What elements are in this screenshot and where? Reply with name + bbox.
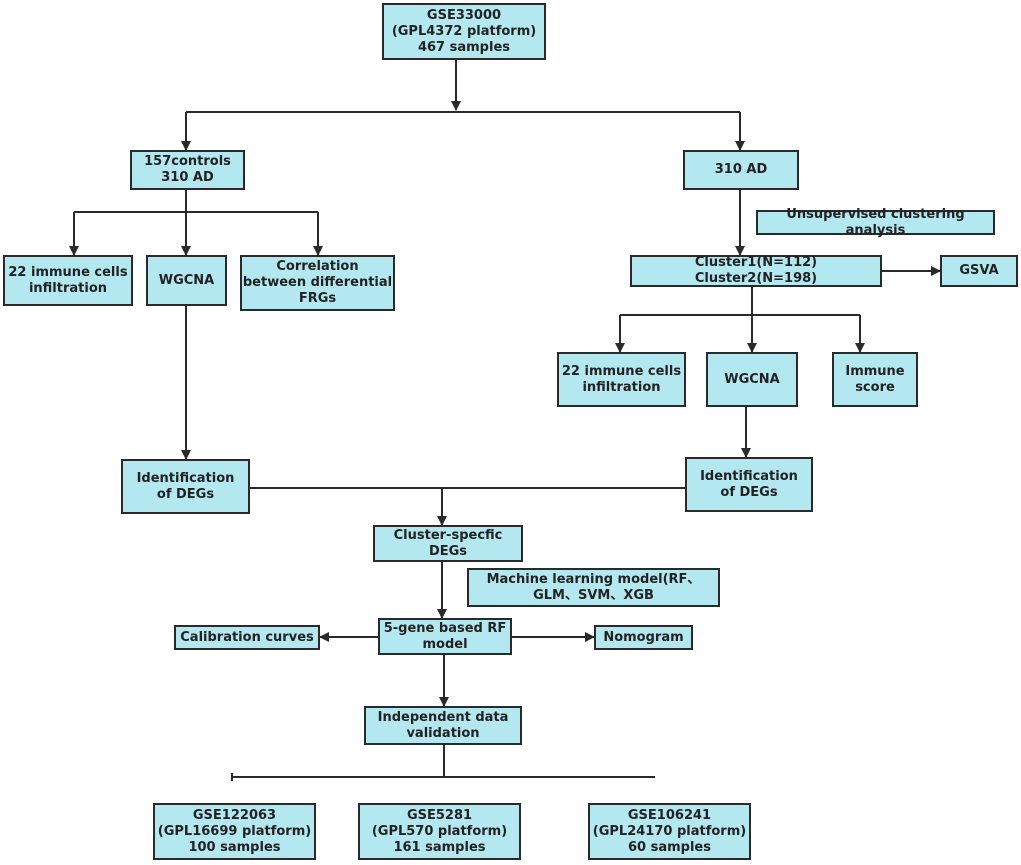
node-correlation-frgs: Correlation between differential FRGs — [240, 255, 395, 311]
node-calibration-curves: Calibration curves — [174, 625, 320, 650]
node-rf-model: 5-gene based RF model — [378, 618, 512, 655]
node-left-identification-degs: Identification of DEGs — [121, 459, 250, 514]
node-right-group: 310 AD — [683, 150, 799, 190]
node-gse122063: GSE122063 (GPL16699 platform) 100 sample… — [153, 803, 316, 860]
node-left-immune-infiltration: 22 immune cells infiltration — [3, 255, 133, 306]
node-gse5281: GSE5281 (GPL570 platform) 161 samples — [358, 803, 521, 860]
node-nomogram: Nomogram — [594, 625, 693, 650]
node-machine-learning-model: Machine learning model(RF、 GLM、SVM、XGB — [467, 568, 720, 607]
node-gse106241: GSE106241 (GPL24170 platform) 60 samples — [588, 803, 751, 860]
node-right-wgcna: WGCNA — [706, 352, 798, 407]
node-cluster-specific-degs: Cluster-specfic DEGs — [373, 525, 523, 562]
node-independent-validation: Independent data validation — [364, 706, 522, 745]
node-left-group: 157controls 310 AD — [130, 150, 245, 190]
node-gsva: GSVA — [940, 255, 1018, 287]
node-clusters: Cluster1(N=112) Cluster2(N=198) — [630, 255, 882, 287]
node-immune-score: Immune score — [832, 352, 918, 407]
node-gse33000: GSE33000 (GPL4372 platform) 467 samples — [382, 3, 546, 60]
node-unsupervised-clustering: Unsupervised clustering analysis — [756, 207, 995, 238]
node-right-identification-degs: Identification of DEGs — [685, 457, 813, 512]
node-right-immune-infiltration: 22 immune cells infiltration — [557, 352, 686, 407]
node-left-wgcna: WGCNA — [146, 255, 227, 306]
